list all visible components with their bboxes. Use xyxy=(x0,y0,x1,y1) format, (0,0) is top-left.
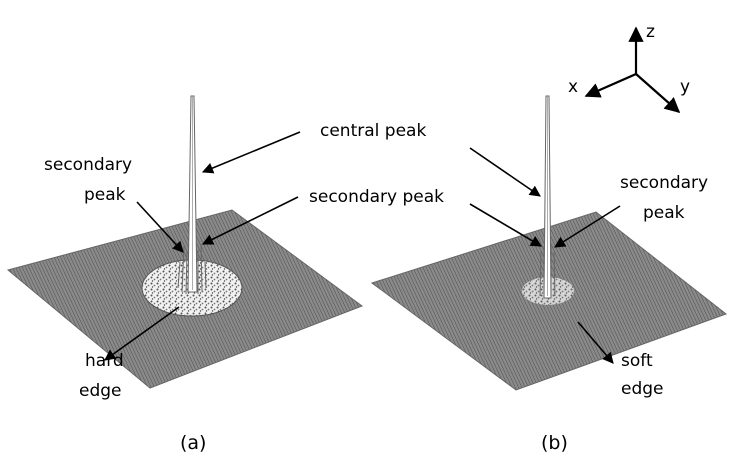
left-secondary-line1: secondary xyxy=(44,155,132,175)
secondary-spikes-a xyxy=(177,243,207,295)
surface-b xyxy=(370,95,728,391)
right-secondary-line2: peak xyxy=(643,203,685,223)
panel-label-a: (a) xyxy=(180,432,206,454)
arrow-secondary-center-a xyxy=(201,196,299,245)
arrow-central-peak-b xyxy=(469,147,541,197)
soft-edge-line2: edge xyxy=(621,379,664,399)
right-secondary-line1: secondary xyxy=(620,173,708,193)
arrow-central-peak-a xyxy=(201,131,301,174)
y-axis-label: y xyxy=(680,77,690,97)
arrow-secondary-center-b xyxy=(469,203,542,247)
arrow-hard-edge xyxy=(104,306,180,361)
z-axis-label: z xyxy=(646,22,655,42)
arrow-secondary-right xyxy=(554,205,621,248)
hard-edge-line1: hard xyxy=(85,351,124,371)
axis-triad xyxy=(584,26,681,114)
secondary-peak-center-label: secondary peak xyxy=(309,187,444,207)
central-peak-label: central peak xyxy=(320,121,426,141)
soft-edge-line1: soft xyxy=(621,351,653,371)
left-secondary-line2: peak xyxy=(84,185,126,205)
arrow-secondary-left xyxy=(136,201,184,253)
x-axis-label: x xyxy=(568,77,578,97)
arrow-soft-edge xyxy=(577,321,614,364)
y-axis-arrow xyxy=(635,73,681,114)
x-axis-arrow xyxy=(584,72,637,98)
panel-label-b: (b) xyxy=(541,432,568,454)
surface-a xyxy=(6,95,364,389)
annotation-arrows xyxy=(104,131,621,364)
hard-edge-line2: edge xyxy=(79,381,122,401)
